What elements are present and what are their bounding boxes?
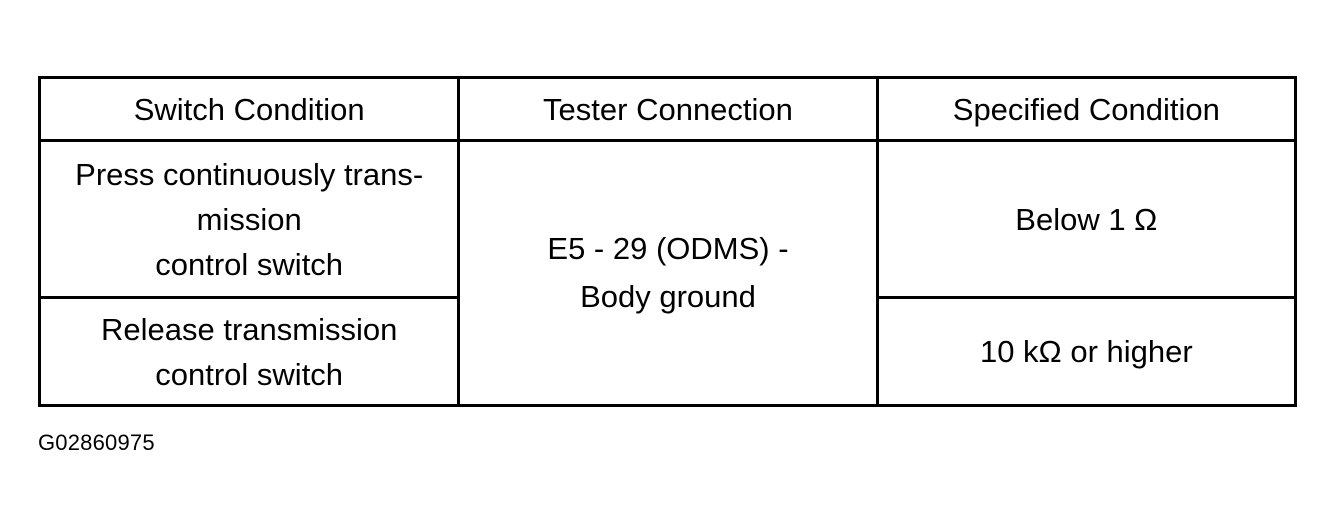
table-row: Release transmission control switch 10 k…: [37, 296, 1298, 407]
switch-condition-line: control switch: [155, 356, 344, 392]
switch-condition-cell: Release transmission control switch: [37, 296, 461, 407]
tester-connection-line: Body ground: [580, 279, 756, 314]
tester-connection-cell: E5 - 29 (ODMS) - Body ground: [457, 139, 879, 407]
switch-condition-line: mission: [196, 201, 302, 237]
switch-condition-line: Release transmission: [100, 311, 398, 347]
specification-table: Switch Condition Tester Connection Speci…: [37, 76, 1298, 407]
specified-condition-cell: 10 kΩ or higher: [875, 296, 1298, 407]
specified-condition-cell: Below 1 Ω: [875, 138, 1298, 300]
table-row: Press continuously trans- mission contro…: [37, 138, 1298, 407]
header-tester-connection: Tester Connection: [457, 76, 879, 142]
switch-condition-cell: Press continuously trans- mission contro…: [37, 138, 461, 300]
header-switch-condition: Switch Condition: [37, 76, 461, 142]
header-specified-condition: Specified Condition: [875, 76, 1298, 142]
figure-id: G02860975: [38, 430, 155, 455]
tester-connection-line: E5 - 29 (ODMS) -: [547, 231, 789, 266]
switch-condition-line: control switch: [155, 246, 344, 282]
switch-condition-line: Press continuously trans-: [75, 156, 424, 192]
table-header-row: Switch Condition Tester Connection Speci…: [37, 76, 1298, 142]
